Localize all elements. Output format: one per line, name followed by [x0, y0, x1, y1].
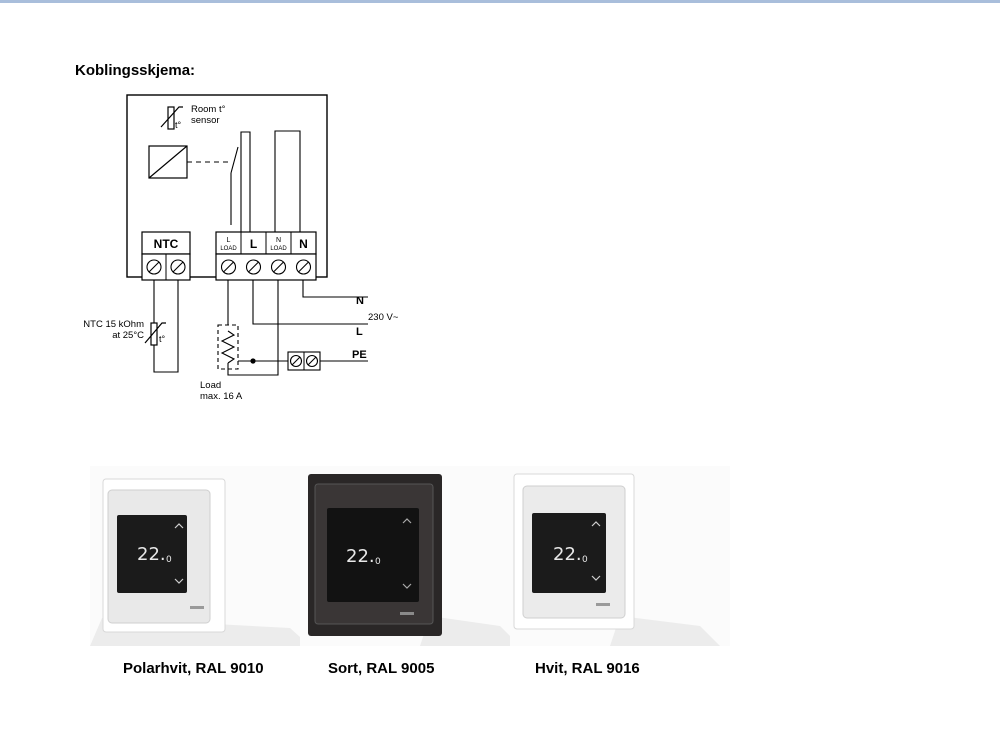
up-arrow-icon	[402, 518, 412, 524]
display-decimal: 0	[582, 555, 588, 565]
up-arrow-icon	[174, 523, 184, 529]
supply-n-label: N	[356, 295, 364, 307]
caption-polarhvit: Polarhvit, RAL 9010	[123, 660, 264, 677]
terminal-n-load-sub: LOAD	[270, 246, 287, 252]
room-sensor-icon	[160, 106, 183, 130]
down-arrow-icon	[591, 575, 601, 581]
thermostat-screen	[532, 513, 606, 593]
terminal-n-load-label: N	[276, 237, 281, 244]
room-sensor-label: Room t°	[191, 104, 226, 115]
ntc-sensor-t-label: t°	[159, 334, 166, 344]
supply-pe-label: PE	[352, 349, 367, 361]
terminal-l-load-label: L	[227, 237, 231, 244]
terminal-n-label: N	[299, 237, 308, 251]
down-arrow-icon	[402, 583, 412, 589]
display-temperature: 22.	[137, 544, 166, 565]
load-resistor-icon	[220, 330, 236, 364]
supply-voltage-label: 230 V~	[368, 312, 399, 323]
up-arrow-icon	[591, 521, 601, 527]
thermostat-screen	[117, 515, 187, 593]
brand-logo-icon	[190, 606, 204, 609]
caption-hvit: Hvit, RAL 9016	[535, 660, 640, 677]
ntc-label-2: at 25°C	[112, 330, 144, 341]
relay-switch	[230, 146, 239, 174]
display-decimal: 0	[166, 555, 172, 565]
relay-icon	[148, 145, 188, 179]
terminal-l-load-sub: LOAD	[220, 246, 237, 252]
ntc-sensor-icon	[144, 322, 166, 346]
display-decimal: 0	[375, 557, 381, 567]
top-border	[0, 0, 1000, 3]
product-image-polarhvit: 22. 0	[90, 466, 310, 646]
brand-logo-icon	[596, 603, 610, 606]
wiring-diagram: t° Room t° sensor NTC L LOAD L N LOAD N …	[83, 94, 399, 402]
product-image-sort: 22. 0	[300, 466, 520, 646]
room-sensor-label-2: sensor	[191, 115, 220, 126]
ntc-label: NTC 15 kOhm	[83, 319, 144, 330]
terminal-ntc-label: NTC	[154, 237, 179, 251]
terminal-l-label: L	[250, 237, 257, 251]
thermostat-screen	[327, 508, 419, 602]
page-title: Koblingsskjema:	[75, 62, 196, 79]
down-arrow-icon	[174, 578, 184, 584]
pe-screw-icons	[289, 354, 319, 368]
load-label-2: max. 16 A	[200, 391, 243, 402]
terminal-screw-icons	[146, 259, 312, 275]
caption-sort: Sort, RAL 9005	[328, 660, 435, 677]
supply-l-label: L	[356, 326, 363, 338]
display-temperature: 22.	[553, 544, 582, 565]
display-temperature: 22.	[346, 546, 375, 567]
load-label: Load	[200, 380, 221, 391]
room-sensor-t-label: t°	[175, 120, 182, 130]
brand-logo-icon	[400, 612, 414, 615]
product-image-hvit: 22. 0	[510, 466, 730, 646]
